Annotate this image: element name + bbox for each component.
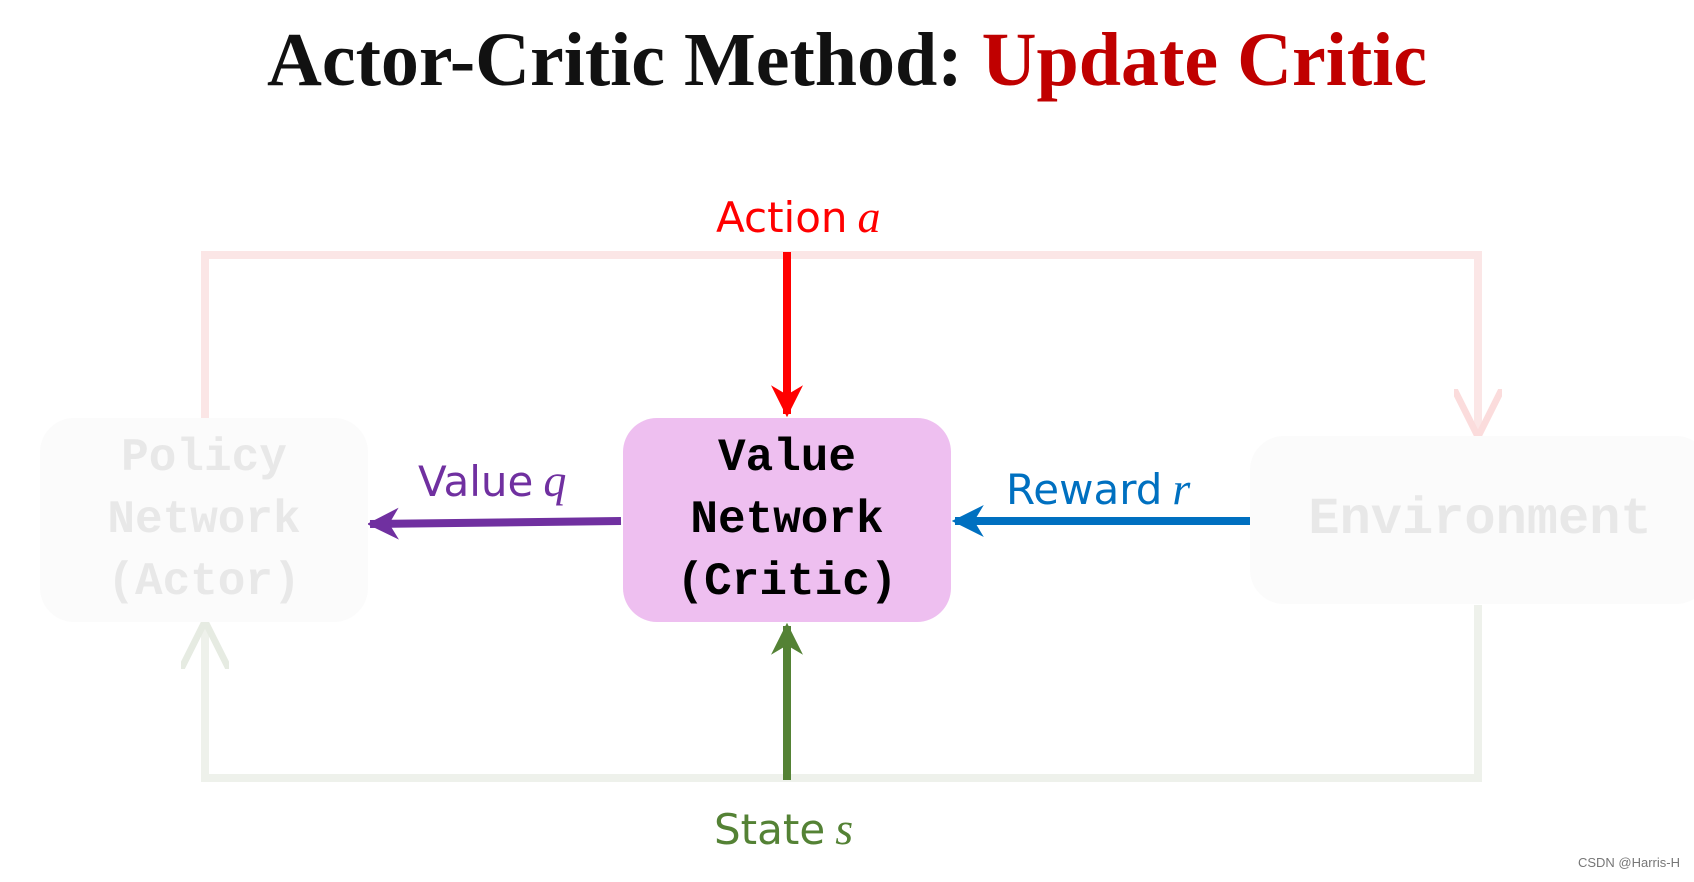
- policy-network-node: Policy Network (Actor): [40, 418, 368, 622]
- page-title: Actor-Critic Method: Update Critic: [0, 22, 1694, 98]
- policy-node-line1: Policy: [121, 432, 287, 484]
- value-node-line3: (Critic): [676, 556, 898, 608]
- value-node-line2: Network: [690, 494, 884, 546]
- state-label-symbol: s: [835, 803, 854, 854]
- value-network-node: Value Network (Critic): [623, 418, 951, 622]
- policy-node-line3: (Actor): [107, 556, 301, 608]
- title-accent: Update Critic: [981, 18, 1427, 102]
- faded-action-loop: [201, 251, 1478, 432]
- faded-state-loop: [205, 605, 1482, 782]
- value-label-text: Value: [418, 457, 534, 506]
- policy-node-line2: Network: [107, 494, 301, 546]
- watermark: CSDN @Harris-H: [1577, 855, 1680, 870]
- value-arrow: [366, 507, 622, 540]
- value-node-line1: Value: [717, 432, 857, 484]
- title-main: Actor-Critic Method:: [266, 18, 963, 102]
- state-label-text: State: [714, 805, 826, 854]
- environment-node: Environment: [1250, 436, 1694, 604]
- action-label-text: Action: [716, 193, 848, 242]
- value-label-symbol: q: [543, 455, 567, 506]
- reward-label-symbol: r: [1172, 463, 1191, 514]
- reward-label-text: Reward: [1006, 465, 1163, 514]
- environment-node-label: Environment: [1308, 490, 1652, 549]
- action-label-symbol: a: [857, 191, 881, 242]
